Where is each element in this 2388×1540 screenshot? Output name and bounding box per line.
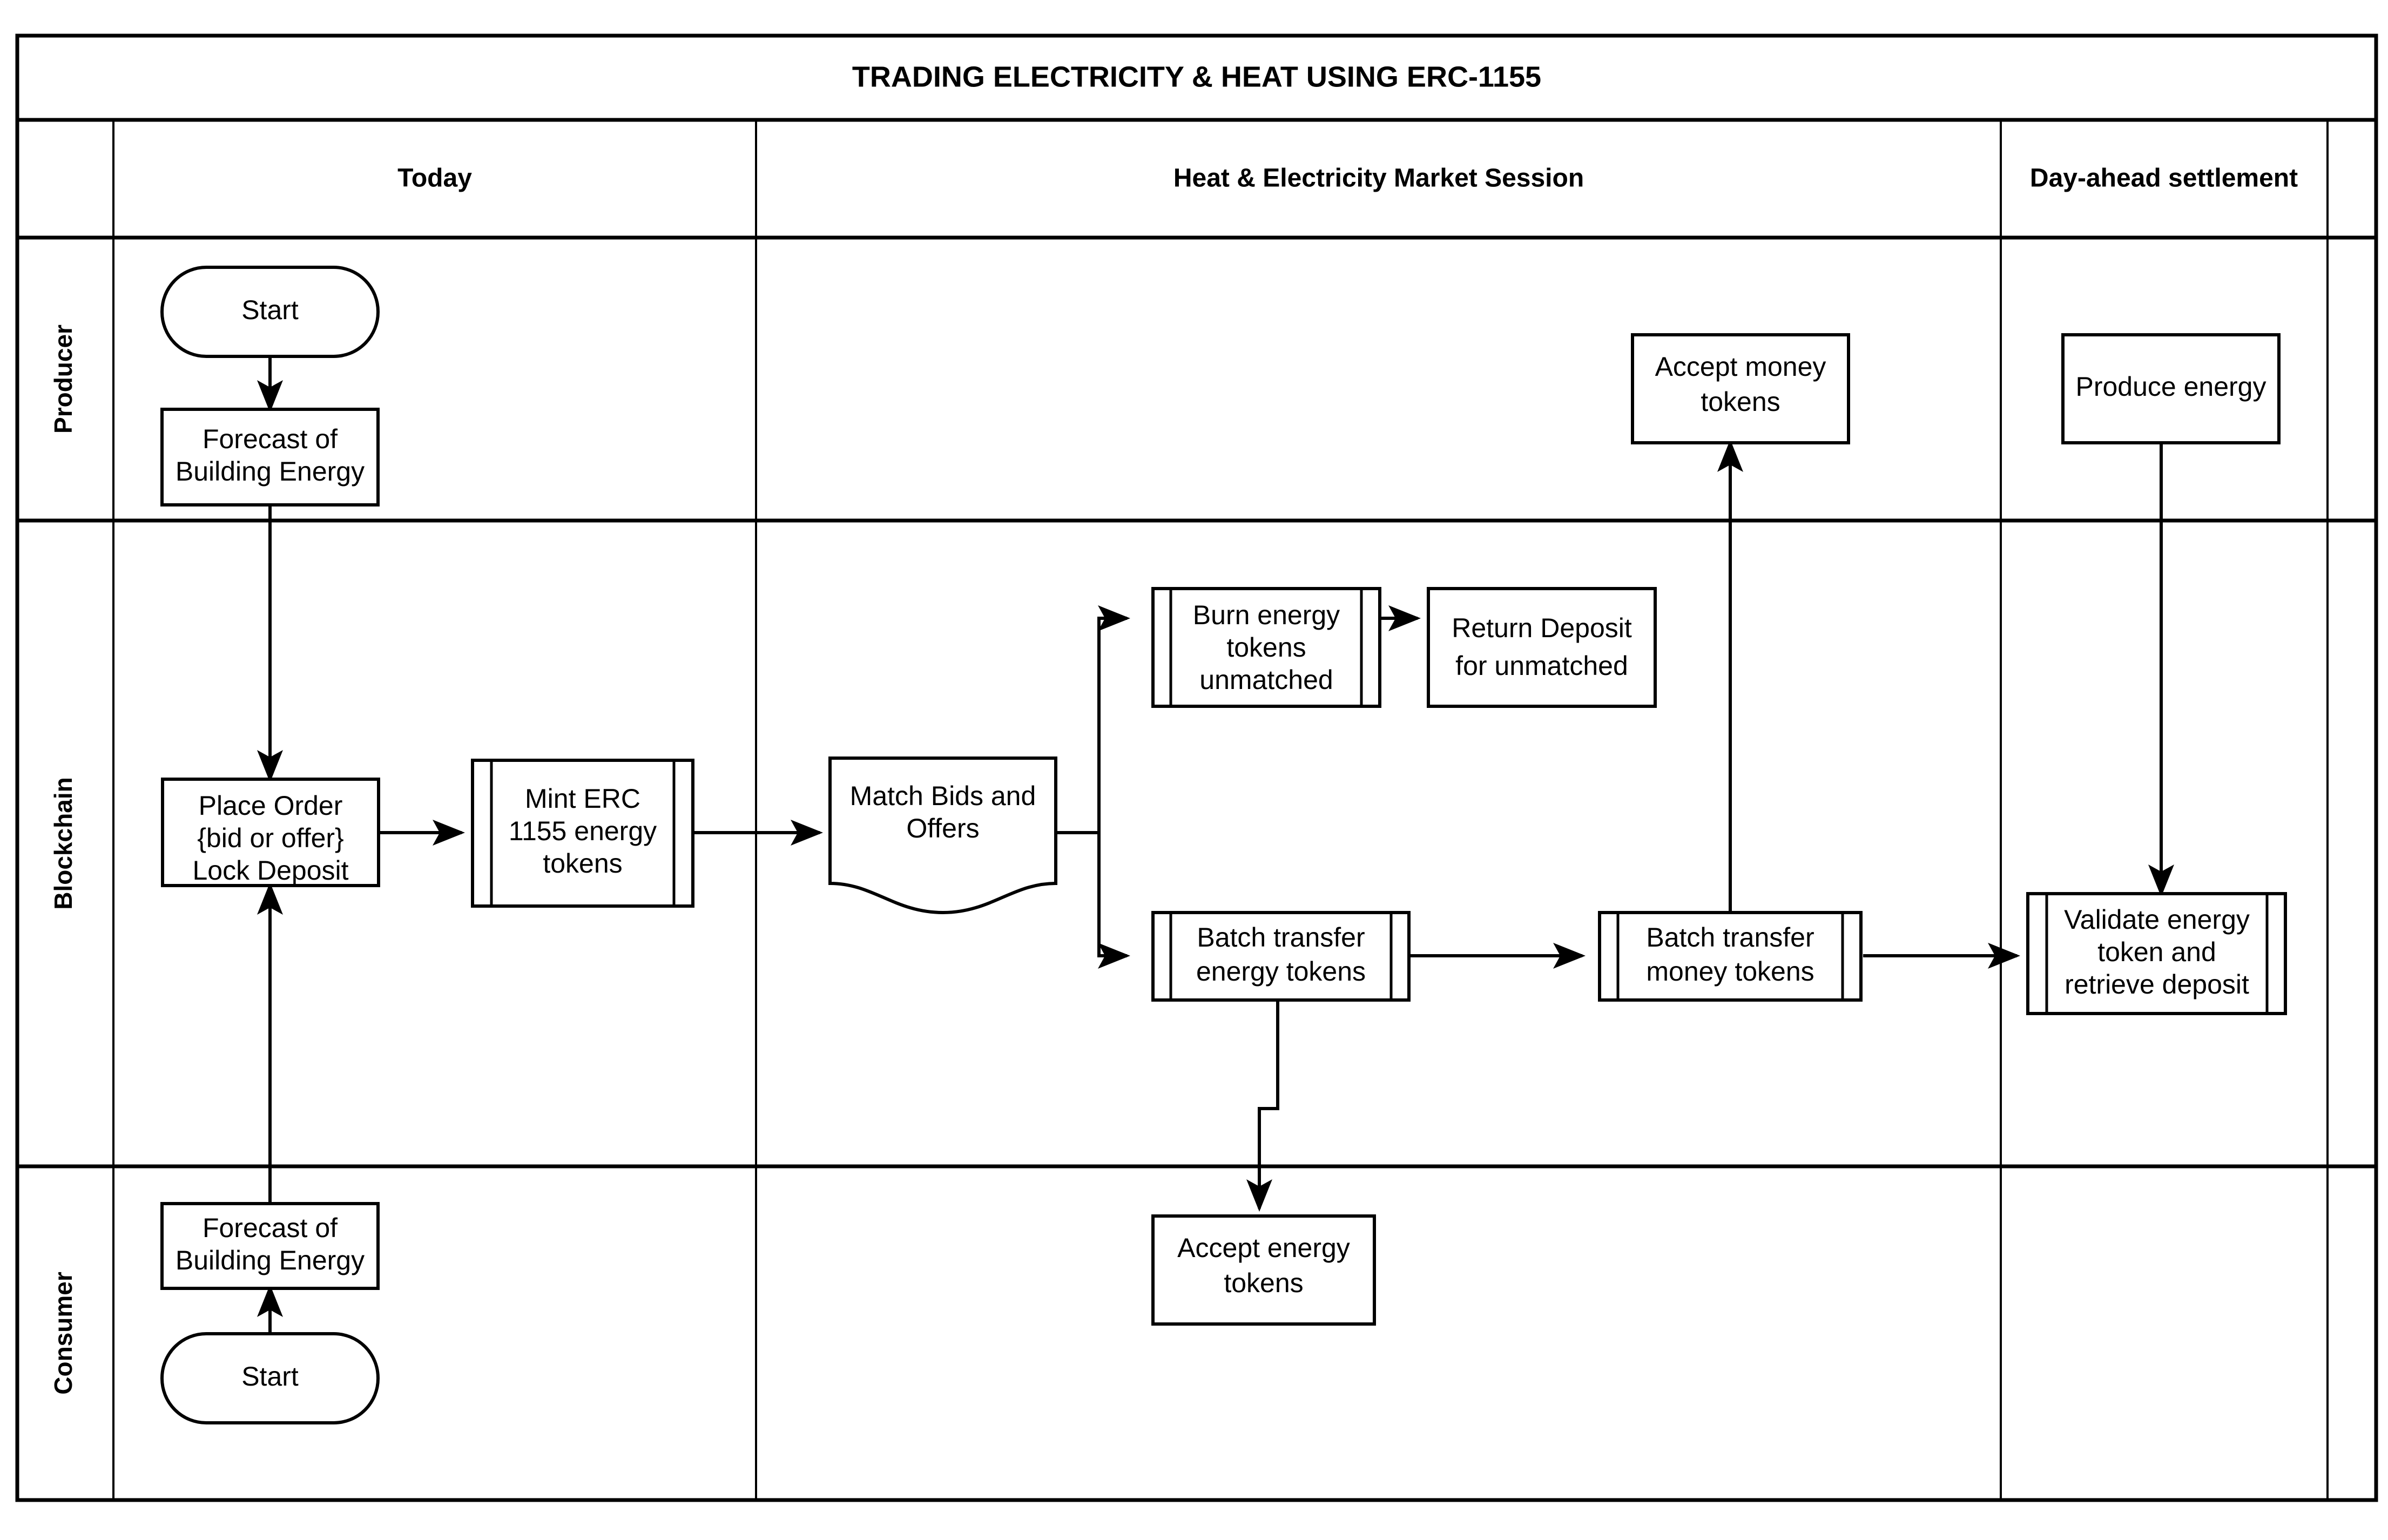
- node-burn-energy-tokens[interactable]: Burn energy tokens unmatched: [1151, 587, 1381, 708]
- node-mint-erc-tokens[interactable]: Mint ERC 1155 energy tokens: [471, 759, 694, 908]
- node-producer-start-label: Start: [241, 295, 299, 325]
- node-burn-energy-tokens-line3: unmatched: [1199, 665, 1333, 695]
- lane-label-producer: Producer: [49, 325, 77, 434]
- node-place-order-line3: Lock Deposit: [192, 855, 348, 886]
- node-consumer-forecast-line2: Building Energy: [176, 1245, 365, 1275]
- node-match-bids-offers[interactable]: Match Bids and Offers: [828, 757, 1057, 915]
- node-batch-transfer-energy-line1: Batch transfer: [1197, 922, 1365, 953]
- node-burn-energy-tokens-line2: tokens: [1226, 632, 1306, 663]
- node-batch-transfer-money-line1: Batch transfer: [1646, 922, 1814, 953]
- node-batch-transfer-money[interactable]: Batch transfer money tokens: [1598, 911, 1863, 1002]
- node-validate-energy-line2: token and: [2097, 937, 2216, 967]
- lane-label-consumer: Consumer: [49, 1272, 77, 1395]
- node-validate-energy-line1: Validate energy: [2064, 904, 2250, 935]
- node-mint-erc-tokens-line1: Mint ERC: [525, 783, 640, 814]
- node-place-order-line2: {bid or offer}: [197, 823, 344, 853]
- phase-header-market: Heat & Electricity Market Session: [1173, 164, 1584, 193]
- node-mint-erc-tokens-line3: tokens: [543, 848, 622, 879]
- node-accept-money-tokens-line1: Accept money: [1655, 352, 1826, 382]
- node-producer-forecast-line1: Forecast of: [203, 424, 338, 454]
- phase-header-today: Today: [397, 164, 472, 193]
- node-match-bids-offers-line1: Match Bids and: [850, 781, 1036, 811]
- title-row: TRADING ELECTRICITY & HEAT USING ERC-115…: [17, 60, 2376, 122]
- node-mint-erc-tokens-line2: 1155 energy: [509, 816, 657, 846]
- node-accept-money-tokens[interactable]: Accept money tokens: [1631, 333, 1850, 444]
- lane-labels: Producer Blockchain Consumer: [49, 325, 77, 1395]
- node-consumer-start-label: Start: [241, 1361, 299, 1392]
- node-return-deposit-line2: for unmatched: [1455, 651, 1628, 681]
- node-match-bids-offers-line2: Offers: [906, 813, 979, 843]
- connectors: [257, 356, 2174, 1334]
- node-validate-energy[interactable]: Validate energy token and retrieve depos…: [2026, 892, 2287, 1015]
- lane-dividers: [17, 518, 2376, 1168]
- node-return-deposit-line1: Return Deposit: [1452, 613, 1632, 643]
- edge-match-to-batch-energy: [1097, 833, 1130, 969]
- lane-label-blockchain: Blockchain: [49, 777, 77, 909]
- node-produce-energy-label: Produce energy: [2075, 372, 2266, 402]
- node-burn-energy-tokens-line1: Burn energy: [1193, 600, 1340, 630]
- node-batch-transfer-energy-line2: energy tokens: [1196, 956, 1366, 987]
- page-title: TRADING ELECTRICITY & HEAT USING ERC-115…: [852, 60, 1541, 93]
- phase-header-settlement: Day-ahead settlement: [2030, 164, 2298, 193]
- node-producer-forecast[interactable]: Forecast of Building Energy: [160, 408, 380, 506]
- node-validate-energy-line3: retrieve deposit: [2065, 969, 2249, 999]
- node-producer-start[interactable]: Start: [160, 266, 380, 358]
- node-accept-energy-tokens-line2: tokens: [1224, 1268, 1303, 1298]
- node-batch-transfer-energy[interactable]: Batch transfer energy tokens: [1151, 911, 1411, 1002]
- node-consumer-start[interactable]: Start: [160, 1332, 380, 1424]
- node-consumer-forecast[interactable]: Forecast of Building Energy: [160, 1202, 380, 1290]
- node-accept-money-tokens-line2: tokens: [1701, 387, 1780, 417]
- edge-match-to-burn: [1097, 605, 1130, 833]
- edge-batch-energy-to-accept-energy: [1246, 1000, 1279, 1212]
- phase-header-row: Today Heat & Electricity Market Session …: [17, 164, 2376, 240]
- node-produce-energy[interactable]: Produce energy: [2061, 333, 2281, 444]
- node-return-deposit[interactable]: Return Deposit for unmatched: [1427, 587, 1657, 708]
- node-place-order[interactable]: Place Order {bid or offer} Lock Deposit: [161, 778, 380, 887]
- node-accept-energy-tokens[interactable]: Accept energy tokens: [1151, 1214, 1376, 1326]
- node-consumer-forecast-line1: Forecast of: [203, 1213, 338, 1243]
- node-place-order-line1: Place Order: [199, 791, 343, 821]
- node-accept-energy-tokens-line1: Accept energy: [1177, 1233, 1350, 1263]
- phase-dividers: [112, 120, 2329, 1500]
- node-batch-transfer-money-line2: money tokens: [1646, 956, 1814, 987]
- diagram-frame: [15, 33, 2378, 1502]
- node-producer-forecast-line2: Building Energy: [176, 456, 365, 487]
